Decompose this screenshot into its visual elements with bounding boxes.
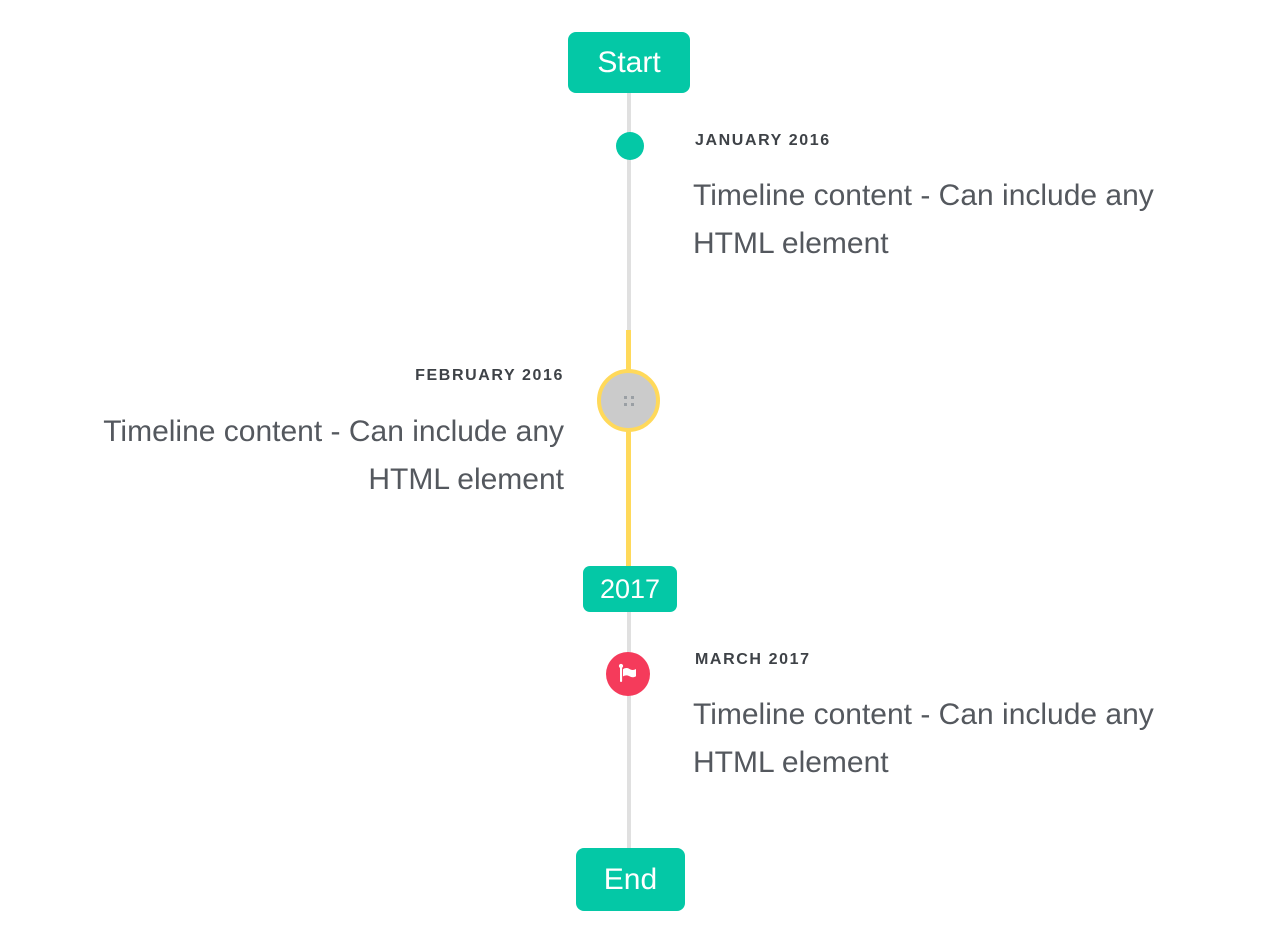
entry-content-line: Timeline content - Can include any [693, 698, 1154, 731]
entry-title-february-2016: FEBRUARY 2016 [415, 367, 564, 384]
timeline-line-segment-top [627, 93, 631, 330]
timeline-year-label: 2017 [599, 573, 661, 604]
entry-content-line: Timeline content - Can include any [693, 179, 1154, 212]
entry-content-line: HTML element [693, 746, 889, 779]
marker-flag-march-2017 [606, 652, 650, 696]
timeline-start-flag: Start [568, 32, 690, 93]
marker-dot-january-2016 [616, 132, 644, 160]
entry-content-line: HTML element [693, 227, 889, 260]
entry-content-line: HTML element [368, 463, 564, 496]
entry-title-january-2016: JANUARY 2016 [695, 132, 831, 149]
entry-content-line: Timeline content - Can include any [103, 415, 564, 448]
entry-title-march-2017: MARCH 2017 [695, 651, 811, 668]
timeline-line-segment-bottom [627, 612, 631, 849]
marker-image-february-2016 [597, 369, 660, 432]
timeline-line-segment-active [626, 330, 631, 567]
timeline-end-flag: End [576, 848, 685, 911]
timeline-start-label: Start [597, 45, 661, 79]
entry-content-january-2016: Timeline content - Can include any HTML … [693, 172, 1154, 268]
flag-icon [618, 663, 636, 682]
broken-image-icon [623, 395, 627, 399]
entry-content-march-2017: Timeline content - Can include any HTML … [693, 691, 1154, 787]
entry-content-february-2016: Timeline content - Can include any HTML … [24, 408, 564, 504]
timeline-year-badge: 2017 [583, 566, 677, 612]
timeline-end-label: End [603, 862, 658, 896]
